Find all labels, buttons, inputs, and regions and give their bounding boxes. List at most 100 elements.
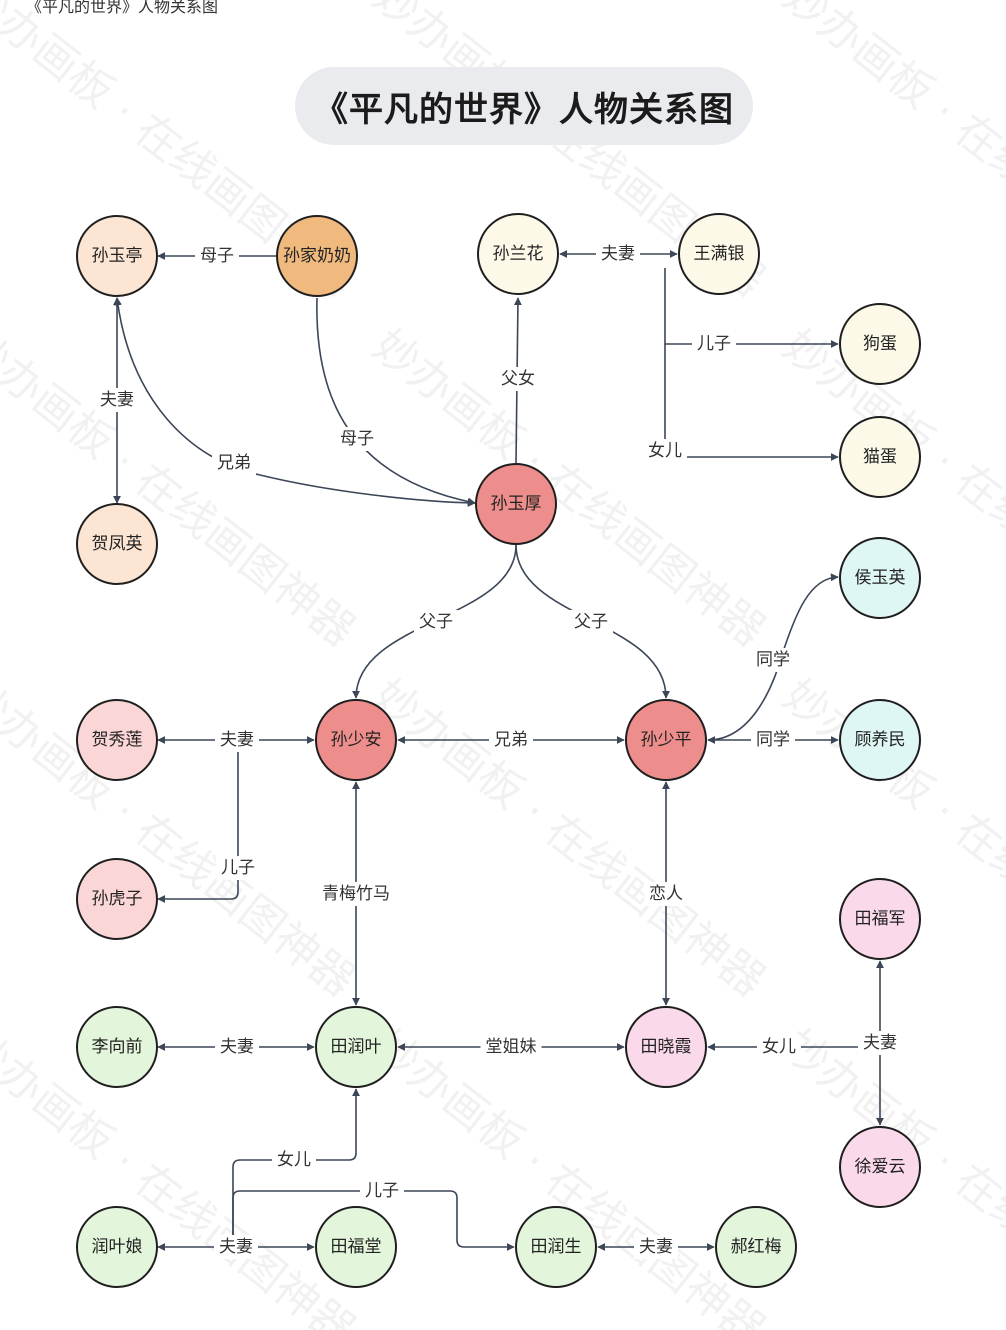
relation-label-bg bbox=[480, 1035, 542, 1059]
person-node-gu-yangmin: 顾养民 bbox=[839, 699, 921, 781]
person-node-grandma: 孙家奶奶 bbox=[276, 215, 358, 297]
relation-label: 夫妻 bbox=[863, 1033, 897, 1053]
person-circle bbox=[475, 463, 557, 545]
person-node-sun-yuhou: 孙玉厚 bbox=[475, 463, 557, 545]
person-name: 孙兰花 bbox=[493, 244, 544, 264]
page-title: 《平凡的世界》人物关系图 bbox=[314, 89, 734, 130]
person-node-sun-shaoan: 孙少安 bbox=[315, 699, 397, 781]
relation-label-bg bbox=[643, 439, 687, 463]
person-node-runye-niang: 润叶娘 bbox=[76, 1206, 158, 1288]
person-node-sun-shaoping: 孙少平 bbox=[625, 699, 707, 781]
person-node-maodan: 猫蛋 bbox=[839, 416, 921, 498]
person-circle bbox=[276, 215, 358, 297]
person-circle bbox=[315, 1206, 397, 1288]
person-name: 侯玉英 bbox=[855, 568, 906, 588]
person-circle bbox=[715, 1206, 797, 1288]
relation-label-bg bbox=[692, 332, 736, 356]
relation-label-bg bbox=[489, 728, 533, 752]
person-name: 润叶娘 bbox=[92, 1237, 143, 1257]
relation-label-bg bbox=[751, 728, 795, 752]
person-node-tian-runsheng: 田润生 bbox=[515, 1206, 597, 1288]
relation-label-bg bbox=[215, 728, 259, 752]
relation-label: 父女 bbox=[501, 369, 535, 389]
relation-label-bg bbox=[414, 610, 458, 634]
person-node-wang-manyin: 王满银 bbox=[678, 213, 760, 295]
relation-label-bg bbox=[214, 1235, 258, 1259]
person-circle bbox=[315, 699, 397, 781]
person-name: 徐爱云 bbox=[855, 1157, 906, 1177]
person-circle bbox=[76, 1006, 158, 1088]
relation-label-bg bbox=[212, 451, 256, 475]
relation-label: 同学 bbox=[756, 650, 790, 670]
relation-label: 儿子 bbox=[365, 1181, 399, 1201]
person-name: 田福军 bbox=[855, 909, 906, 929]
relation-label: 父子 bbox=[574, 612, 608, 632]
person-circle bbox=[76, 215, 158, 297]
relation-label-bg bbox=[317, 882, 395, 906]
relation-label: 堂姐妹 bbox=[486, 1037, 537, 1057]
person-name: 郝红梅 bbox=[731, 1237, 782, 1257]
relation-label: 夫妻 bbox=[639, 1237, 673, 1257]
person-circle bbox=[515, 1206, 597, 1288]
title-banner: 《平凡的世界》人物关系图 bbox=[295, 67, 753, 145]
person-circle bbox=[839, 303, 921, 385]
person-node-tian-xiaoxia: 田晓霞 bbox=[625, 1006, 707, 1088]
person-node-sun-yuting: 孙玉亭 bbox=[76, 215, 158, 297]
relation-label-bg bbox=[569, 610, 613, 634]
person-node-hao-hongmei: 郝红梅 bbox=[715, 1206, 797, 1288]
relation-label: 夫妻 bbox=[601, 244, 635, 264]
person-circle bbox=[76, 699, 158, 781]
person-name: 田润生 bbox=[531, 1237, 582, 1257]
person-node-he-fengying: 贺凤英 bbox=[76, 503, 158, 585]
relation-label-bg bbox=[95, 388, 139, 412]
edge-couple-maodan bbox=[664, 344, 839, 461]
person-circle bbox=[625, 699, 707, 781]
relation-label: 夫妻 bbox=[100, 390, 134, 410]
person-node-li-xiangqian: 李向前 bbox=[76, 1006, 158, 1088]
person-name: 王满银 bbox=[694, 244, 745, 264]
person-name: 顾养民 bbox=[855, 730, 906, 750]
relation-label: 同学 bbox=[756, 730, 790, 750]
person-circle bbox=[839, 537, 921, 619]
edge-couple-sunhuzi bbox=[157, 752, 239, 903]
person-name: 田润叶 bbox=[331, 1037, 382, 1057]
person-circle bbox=[839, 1126, 921, 1208]
edge-grandma-sunyuhou bbox=[316, 297, 476, 506]
relation-label-bg bbox=[335, 427, 379, 451]
person-node-sun-lanhua: 孙兰花 bbox=[477, 213, 559, 295]
relation-label-bg bbox=[216, 856, 260, 880]
person-node-he-xiulian: 贺秀莲 bbox=[76, 699, 158, 781]
person-circle bbox=[839, 878, 921, 960]
person-node-goudan: 狗蛋 bbox=[839, 303, 921, 385]
relation-label: 兄弟 bbox=[494, 730, 528, 750]
person-name: 孙玉厚 bbox=[491, 494, 542, 514]
relation-label: 女儿 bbox=[648, 441, 682, 461]
relation-label-bg bbox=[195, 244, 239, 268]
relation-label: 儿子 bbox=[221, 858, 255, 878]
person-name: 贺秀莲 bbox=[92, 730, 143, 750]
relation-label: 夫妻 bbox=[220, 730, 254, 750]
edge-sunyuting-sunyuhou bbox=[113, 297, 476, 507]
relation-label: 青梅竹马 bbox=[322, 884, 390, 904]
person-node-hou-yuying: 侯玉英 bbox=[839, 537, 921, 619]
person-circle bbox=[477, 213, 559, 295]
person-name: 田福堂 bbox=[331, 1237, 382, 1257]
relation-label-bg bbox=[496, 367, 540, 391]
person-circle bbox=[76, 1206, 158, 1288]
relation-label-bg bbox=[360, 1179, 404, 1203]
relation-label: 夫妻 bbox=[220, 1037, 254, 1057]
person-circle bbox=[76, 858, 158, 940]
person-circle bbox=[625, 1006, 707, 1088]
relation-label: 女儿 bbox=[277, 1150, 311, 1170]
relation-label: 兄弟 bbox=[217, 453, 251, 473]
person-name: 孙虎子 bbox=[92, 889, 143, 909]
person-name: 猫蛋 bbox=[863, 447, 897, 467]
relation-label: 夫妻 bbox=[219, 1237, 253, 1257]
person-node-tian-runye: 田润叶 bbox=[315, 1006, 397, 1088]
person-name: 孙少平 bbox=[641, 730, 692, 750]
relation-label-bg bbox=[215, 1035, 259, 1059]
relation-label-bg bbox=[644, 882, 688, 906]
person-circle bbox=[839, 699, 921, 781]
person-node-xu-aiyun: 徐爱云 bbox=[839, 1126, 921, 1208]
